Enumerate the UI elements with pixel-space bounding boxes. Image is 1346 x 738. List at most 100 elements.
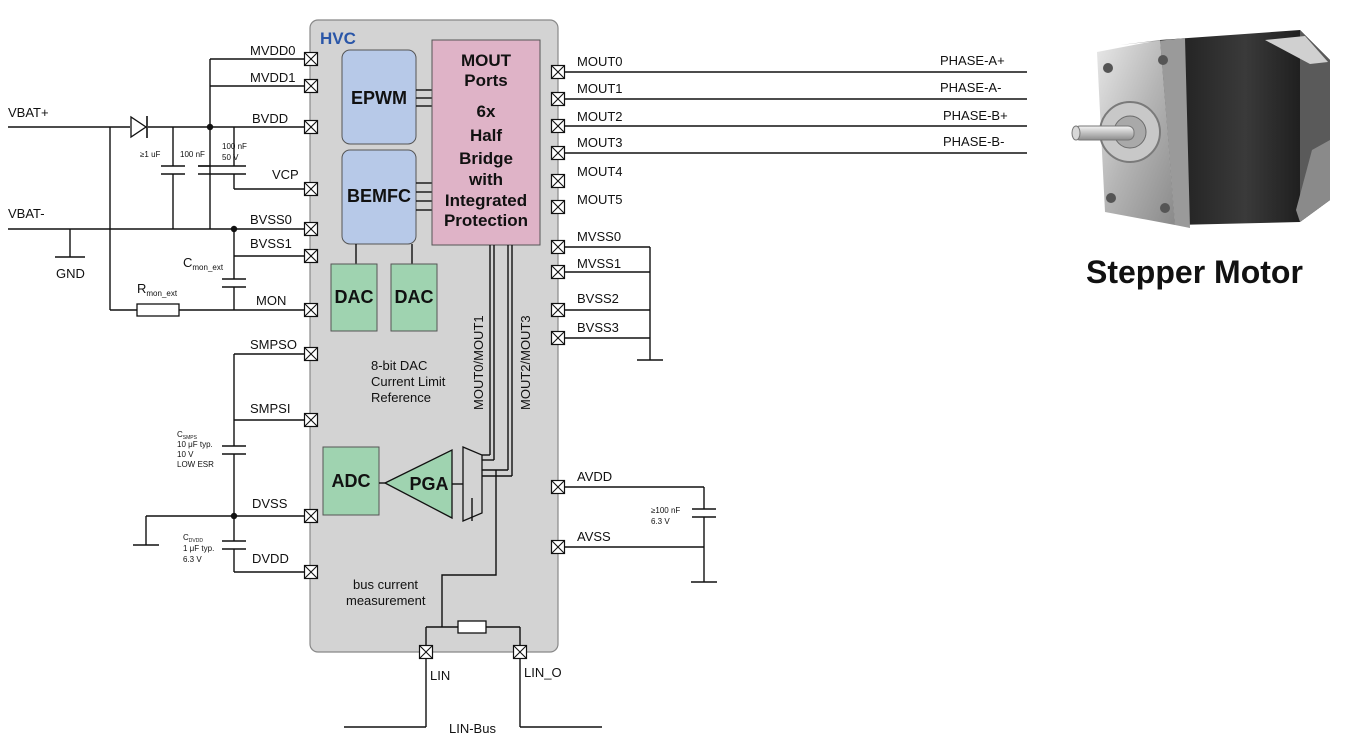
vbat-minus-label: VBAT- [8,206,45,221]
pin-lin-o-label: LIN_O [524,665,562,680]
pin-bvdd-marker [303,119,319,135]
adc-label: ADC [332,471,371,491]
dac-label-2: DAC [395,287,434,307]
vbat-plus-label: VBAT+ [8,105,49,120]
mout-line-3: Half [470,126,502,145]
pin-bvss1-marker [303,248,319,264]
right-wiring [565,71,1027,583]
pin-lin-marker [418,644,434,660]
pin-markers [303,51,566,660]
pin-mvss0-label: MVSS0 [577,229,621,244]
pin-bvss1-label: BVSS1 [250,236,292,251]
rmon-resistor [136,303,180,317]
dac-label-1: DAC [335,287,374,307]
bus-note-1: bus current [353,577,418,592]
pin-mout4-marker [550,173,566,189]
pin-mout5-label: MOUT5 [577,192,623,207]
pin-mout4-label: MOUT4 [577,164,623,179]
pin-mvss0-marker [550,239,566,255]
c3-label-1: 100 nF [222,142,247,151]
pga-label: PGA [409,474,448,494]
mout-line-7: Protection [444,211,528,230]
mout-line-4: Bridge [459,149,513,168]
pin-mout0-label: MOUT0 [577,54,623,69]
bus-note-2: measurement [346,593,426,608]
cdvdd-label-3: 6.3 V [183,555,202,564]
pin-mout3-label: MOUT3 [577,135,623,150]
pin-mout1-label: MOUT1 [577,81,623,96]
mux-symbol [462,446,483,522]
csmps-label-3: 10 V [177,450,194,459]
pin-mvss1-marker [550,264,566,280]
pin-mout2-label: MOUT2 [577,109,623,124]
cmon-label: Cmon_ext [183,255,224,272]
lin-bus-label: LIN-Bus [449,721,496,736]
epwm-block [341,49,417,145]
dac-note-2: Current Limit [371,374,446,389]
pin-dvss-label: DVSS [252,496,288,511]
bemfc-label: BEMFC [347,186,411,206]
pin-avss-marker [550,539,566,555]
pin-mon-label: MON [256,293,286,308]
dac-note-3: Reference [371,390,431,405]
dac-block-2 [390,263,438,332]
cdvdd-label-2: 1 μF typ. [183,544,214,553]
cdvdd-label-1: CDVDD [183,533,203,544]
mout-line-2: 6x [477,102,496,121]
pin-mvdd1-label: MVDD1 [250,70,296,85]
c1-label: ≥1 uF [140,150,161,159]
pin-bvss3-marker [550,330,566,346]
adc-block [322,446,380,516]
pin-avdd-marker [550,479,566,495]
mout-line-1: Ports [464,71,507,90]
pin-mout5-marker [550,199,566,215]
mout-line-5: with [468,170,503,189]
phase-b-plus-label: PHASE-B+ [943,108,1008,123]
c2-label: 100 nF [180,150,205,159]
dac-note: 8-bit DAC [371,358,427,373]
bemfc-block [341,149,417,245]
c3-label-2: 50 V [222,153,239,162]
pin-bvss2-label: BVSS2 [577,291,619,306]
mout-line-6: Integrated [445,191,527,210]
pin-vcp-label: VCP [272,167,299,182]
phase-a-plus-label: PHASE-A+ [940,53,1005,68]
csmps-label-1: CSMPS [177,430,198,441]
pin-mon-marker [303,302,319,318]
mout01-label: MOUT0/MOUT1 [471,315,486,410]
shunt-wiring [425,470,521,645]
pin-mout1-marker [550,91,566,107]
shunt-resistor [457,620,487,634]
dac-block-1 [330,263,378,332]
lin-wiring [344,659,602,728]
rmon-label: Rmon_ext [137,281,178,298]
phase-a-minus-label: PHASE-A- [940,80,1001,95]
pin-smpsi-marker [303,412,319,428]
pin-mvdd0-marker [303,51,319,67]
pin-avss-label: AVSS [577,529,611,544]
csmps-label-4: LOW ESR [177,460,214,469]
mout-ports-block [431,39,541,246]
epwm-label: EPWM [351,88,407,108]
hvc-title: HVC [320,29,356,48]
pin-smpso-label: SMPSO [250,337,297,352]
gnd-label: GND [56,266,85,281]
pin-smpsi-label: SMPSI [250,401,290,416]
pin-avdd-label: AVDD [577,469,612,484]
pin-mvss1-label: MVSS1 [577,256,621,271]
pin-smpso-marker [303,346,319,362]
pin-vcp-marker [303,181,319,197]
pin-bvdd-label: BVDD [252,111,288,126]
pin-mout3-marker [550,145,566,161]
pin-lin-label: LIN [430,668,450,683]
epwm-bus-lines [416,89,432,211]
pin-dvdd-marker [303,564,319,580]
mout-feedback-bus [482,245,513,477]
phase-b-minus-label: PHASE-B- [943,134,1004,149]
csmps-label-2: 10 μF typ. [177,440,213,449]
pin-mout2-marker [550,118,566,134]
left-wiring [8,58,304,573]
pin-bvss2-marker [550,302,566,318]
stepper-motor-image [1071,30,1330,228]
